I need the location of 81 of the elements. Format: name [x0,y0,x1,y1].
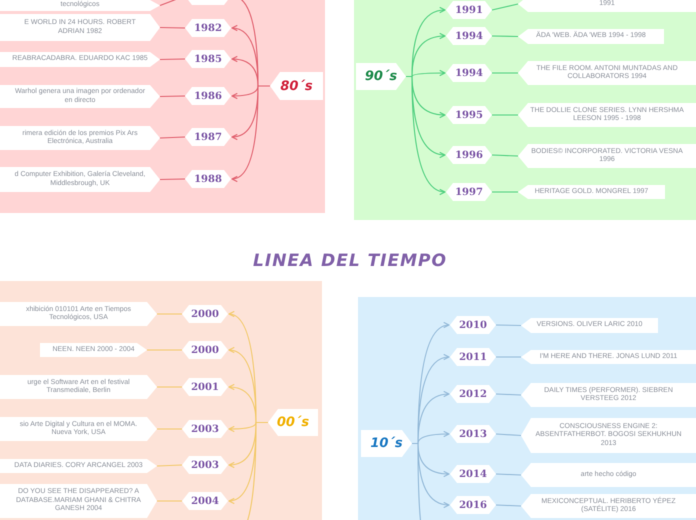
connector-line [160,26,186,29]
connector-line [492,154,518,157]
year-label: 1985 [194,54,222,64]
connector-line [157,386,182,388]
year-label: 1982 [194,22,222,34]
connector-line [496,433,522,436]
event-tag [0,14,160,41]
year-label: 2010 [459,320,487,330]
connector-line [496,356,521,358]
event-tag [518,29,664,44]
connector-line [496,324,522,326]
connector-line [160,136,186,139]
event-tag [0,52,160,67]
year-label: 2013 [459,428,487,440]
event-tag [518,185,665,199]
decade-label: 90´s [364,69,398,84]
year-label: 2003 [191,460,219,470]
connector-line [492,3,518,11]
connector-line [492,72,518,74]
event-tag [0,375,157,399]
event-tag [0,0,160,11]
year-label: 2000 [191,344,219,356]
event-tag [521,418,696,453]
decade-tag [356,63,406,90]
connector-line [157,313,182,315]
decade-label: 80´s [280,78,313,94]
year-label: 2014 [459,468,487,480]
event-tag [521,350,696,364]
year-label: 1994 [455,68,483,78]
event-tag [0,459,157,473]
decade-tag [268,409,318,436]
connector-line [156,464,182,467]
connector-line [492,35,518,38]
connector-line [496,504,522,507]
year-label: 2000 [191,308,219,320]
arrow [231,85,270,182]
decade-tag [270,72,323,100]
year-label: 1996 [455,150,483,160]
connector-line [157,428,182,430]
event-tag [0,484,157,518]
event-tag [0,302,157,326]
year-label: 1991 [455,4,483,16]
event-tag [0,417,157,441]
year-label: 1995 [455,110,483,120]
event-tag [518,144,696,168]
arrow [406,76,446,194]
connector-line [492,191,518,193]
connector-line [160,178,186,180]
decade-label: 10´s [370,436,403,451]
year-label: 1997 [455,186,483,198]
year-label: 2001 [191,382,219,392]
event-tag [0,85,160,108]
connector-line [496,473,522,476]
year-label: 2011 [459,352,487,362]
year-label: 1987 [194,132,222,142]
event-tag [0,126,160,150]
year-label: 2012 [459,388,487,400]
year-label: 1988 [194,174,222,184]
event-tag [518,61,696,85]
year-label: 2016 [459,500,487,510]
event-tag [521,318,658,333]
connector-line [496,393,522,396]
event-tag [0,167,160,192]
year-label: 2003 [191,424,219,434]
year-label: 1994 [455,30,483,42]
event-tag [521,494,696,518]
year-label: 1986 [194,90,222,102]
year-label: 2004 [191,496,219,506]
connector-line [492,114,518,116]
connector-line [157,500,182,502]
diagram-title: LINEA DEL TIEMPO [252,251,448,271]
decade-tag [361,430,412,457]
decade-label: 00´s [276,415,310,430]
event-tag [518,0,696,12]
event-tag [521,383,696,407]
event-tag [40,343,147,357]
event-tag [518,103,696,127]
connector-line [160,95,186,98]
connector-line [147,349,182,351]
connector-line [160,58,186,60]
event-tag [521,463,696,487]
